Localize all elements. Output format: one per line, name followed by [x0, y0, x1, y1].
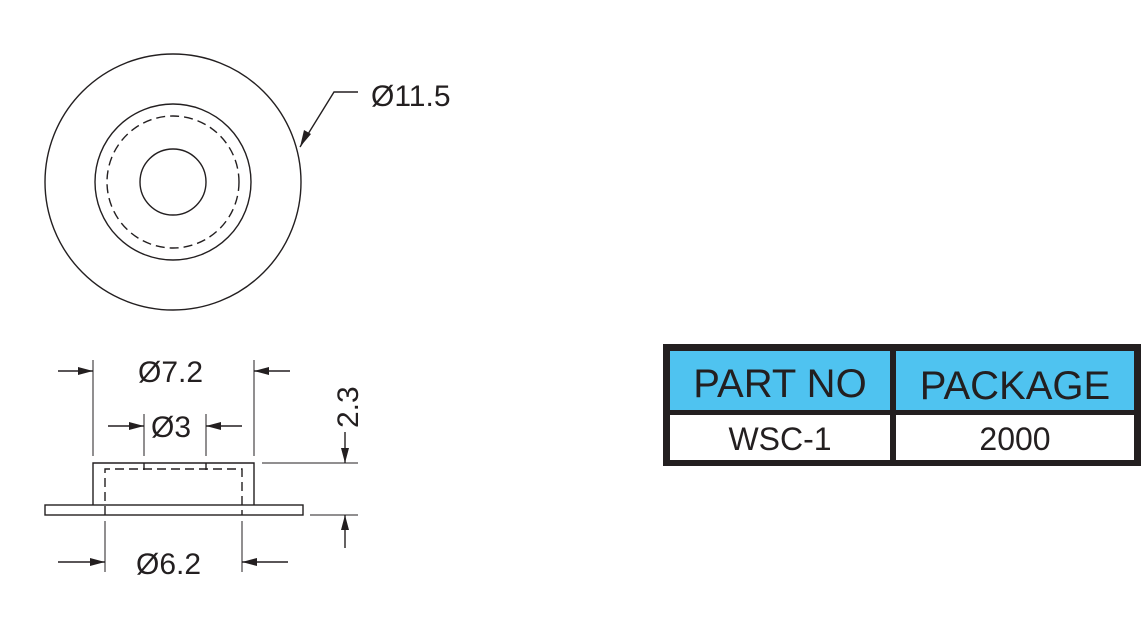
hole-diameter-label: Ø3	[151, 411, 191, 444]
header-package: PACKAGE	[920, 364, 1110, 408]
top-view: Ø11.5	[44, 53, 451, 311]
bottom-diameter-label: Ø6.2	[136, 548, 201, 581]
hole-diameter-dimension: Ø3	[108, 411, 242, 456]
top-diameter-label: Ø7.2	[138, 356, 203, 389]
leader-arrowhead	[300, 130, 311, 147]
hidden-circle	[106, 115, 240, 249]
cell-package	[896, 415, 1134, 460]
header-cell-part-no	[670, 351, 890, 410]
counterbore-circle	[94, 103, 252, 261]
height-label: 2.3	[332, 386, 365, 428]
hidden-bore	[104, 468, 243, 515]
value-package: 2000	[979, 421, 1050, 457]
top-diameter-dimension: Ø7.2	[58, 356, 290, 456]
hole-circle	[139, 148, 207, 216]
outer-diameter-leader	[299, 91, 358, 148]
bottom-diameter-dimension: Ø6.2	[58, 521, 288, 581]
flange	[44, 504, 304, 516]
cell-part-no	[670, 415, 890, 460]
outer-diameter-label: Ø11.5	[371, 80, 451, 113]
height-dimension: 2.3	[262, 386, 365, 548]
value-part-no: WSC-1	[728, 421, 831, 457]
body-outline	[92, 462, 255, 505]
header-part-no: PART NO	[693, 362, 866, 406]
outer-circle	[44, 53, 302, 311]
side-view	[44, 462, 304, 516]
part-table: PART NO PACKAGE WSC-1 2000	[663, 344, 1141, 466]
header-cell-package	[896, 351, 1134, 410]
